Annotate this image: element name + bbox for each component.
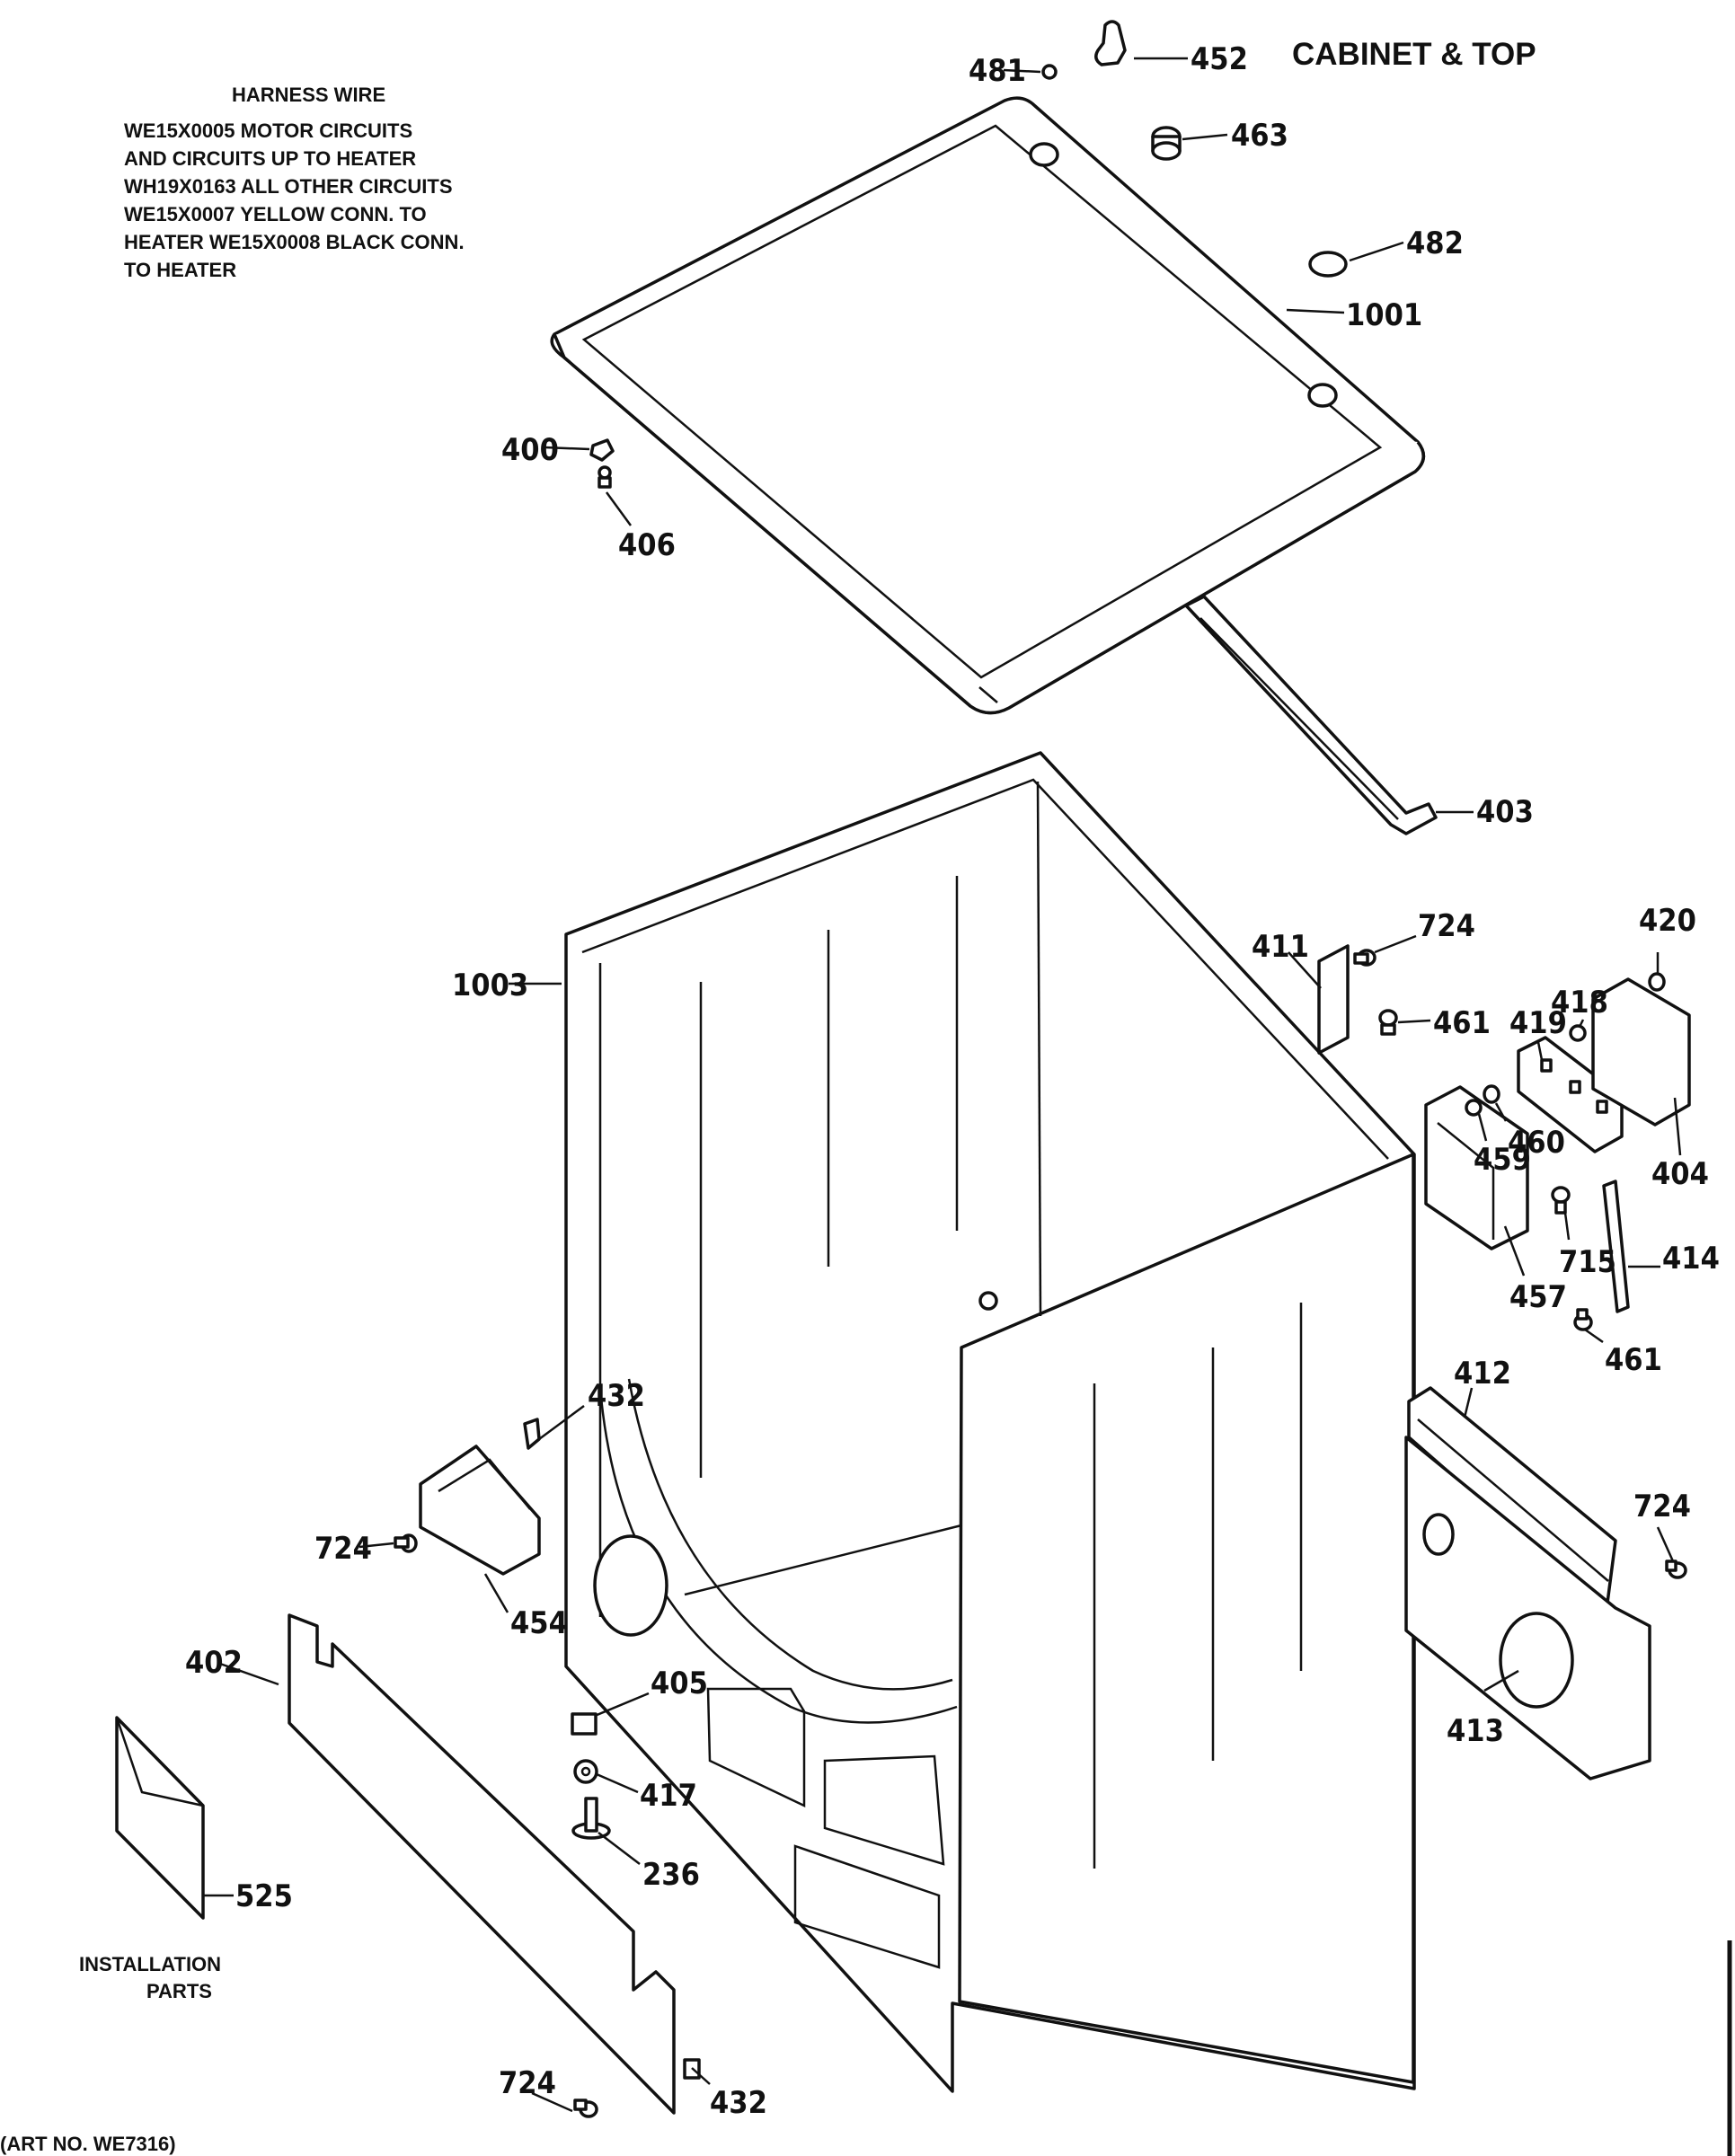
label-418: 418 [1551, 985, 1608, 1021]
label-1001: 1001 [1346, 297, 1422, 333]
screw-724-top [1353, 949, 1376, 967]
label-236: 236 [642, 1857, 700, 1893]
installation-label-line-1: INSTALLATION [79, 1953, 221, 1975]
label-411: 411 [1252, 929, 1309, 965]
screw-461-lower [1573, 1308, 1593, 1331]
label-724-right: 724 [1633, 1489, 1691, 1524]
harness-line-6: TO HEATER [124, 259, 236, 281]
part-labels: 481 452 463 482 1001 400 406 403 1003 41… [185, 41, 1720, 2121]
clip-432-upper [523, 1418, 541, 1450]
clip-400 [589, 438, 615, 462]
rear-channel-412 [1407, 1386, 1617, 1612]
label-406: 406 [618, 527, 676, 563]
bumper-463 [1151, 126, 1182, 161]
label-482: 482 [1406, 225, 1464, 261]
screw-724-left [394, 1533, 418, 1553]
screw-715 [1551, 1186, 1571, 1215]
harness-line-2: AND CIRCUITS UP TO HEATER [124, 147, 416, 170]
panel-411 [1317, 944, 1350, 1055]
label-403: 403 [1476, 794, 1534, 830]
harness-wire-note: HARNESS WIRE WE15X0005 MOTOR CIRCUITS AN… [124, 84, 465, 281]
harness-line-3: WH19X0163 ALL OTHER CIRCUITS [124, 175, 453, 198]
label-481: 481 [969, 53, 1026, 89]
cover-404 [1591, 977, 1691, 1127]
bracket-457 [1424, 1085, 1529, 1250]
label-724-bottom: 724 [499, 2065, 556, 2101]
label-724-left: 724 [314, 1531, 372, 1567]
screw-420 [1648, 972, 1666, 992]
screw-724-right [1665, 1560, 1687, 1579]
label-724-top: 724 [1418, 908, 1475, 944]
screw-406 [598, 465, 612, 489]
leveling-leg-236 [571, 1797, 611, 1840]
installation-label-line-2: PARTS [146, 1980, 212, 2002]
label-525: 525 [235, 1878, 293, 1914]
art-number: (ART NO. WE7316) [0, 2133, 176, 2155]
label-457: 457 [1509, 1279, 1567, 1315]
screw-461-upper [1378, 1009, 1398, 1036]
label-459: 459 [1474, 1142, 1531, 1178]
label-461-lower: 461 [1605, 1342, 1662, 1378]
label-414: 414 [1662, 1241, 1720, 1277]
label-419: 419 [1509, 1005, 1567, 1041]
front-rail [1184, 595, 1438, 835]
label-417: 417 [640, 1778, 697, 1814]
label-420: 420 [1639, 903, 1696, 939]
cabinet [564, 751, 1416, 2093]
label-1003: 1003 [452, 968, 528, 1003]
diagram-title: CABINET & TOP [1292, 37, 1536, 72]
leader-lines [203, 57, 1682, 2113]
clip-405 [571, 1712, 598, 1736]
bracket-454 [419, 1445, 541, 1576]
label-412: 412 [1454, 1356, 1511, 1392]
top-panel [550, 96, 1425, 715]
harness-line-4: WE15X0007 YELLOW CONN. TO [124, 203, 427, 225]
label-452: 452 [1191, 41, 1248, 77]
label-460: 460 [1508, 1125, 1565, 1161]
label-402: 402 [185, 1645, 243, 1681]
harness-heading: HARNESS WIRE [232, 84, 385, 106]
label-461-upper: 461 [1433, 1005, 1491, 1041]
screw-724-bottom [573, 2099, 598, 2118]
clip-452 [1094, 20, 1127, 66]
terminal-block-419 [1517, 1036, 1624, 1153]
parts-bag-525 [115, 1716, 205, 1920]
label-405: 405 [651, 1666, 708, 1701]
top-hole-rear [1029, 142, 1059, 167]
plug-482 [1308, 251, 1348, 278]
harness-line-5: HEATER WE15X0008 BLACK CONN. [124, 231, 465, 253]
top-hole-front [1307, 383, 1338, 408]
label-715: 715 [1559, 1244, 1616, 1280]
exhaust-opening-left [593, 1534, 668, 1637]
nut-418 [1569, 1024, 1587, 1042]
ring-481 [1041, 64, 1058, 80]
label-400: 400 [501, 432, 559, 468]
label-463: 463 [1231, 118, 1288, 154]
label-432-lower: 432 [710, 2085, 767, 2121]
label-432-upper: 432 [588, 1378, 645, 1414]
strap-414 [1602, 1180, 1630, 1313]
screw-460 [1483, 1084, 1500, 1104]
label-454: 454 [510, 1605, 568, 1641]
label-404: 404 [1651, 1156, 1709, 1192]
harness-line-1: WE15X0005 MOTOR CIRCUITS [124, 119, 412, 142]
nut-417 [573, 1759, 598, 1784]
label-413: 413 [1447, 1713, 1504, 1749]
nut-459 [1465, 1099, 1483, 1117]
rear-panel-413 [1404, 1436, 1651, 1780]
toe-panel-402 [288, 1613, 676, 2115]
